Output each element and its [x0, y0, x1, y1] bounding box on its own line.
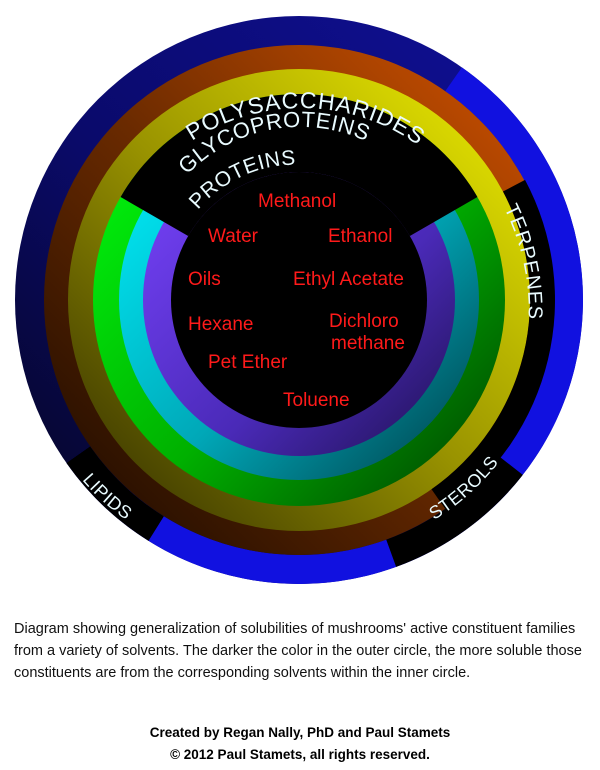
solvent-hexane: Hexane [188, 314, 254, 335]
solvent-water: Water [208, 226, 259, 247]
band-lipids [66, 446, 164, 541]
label-bands [66, 94, 555, 567]
band-top [120, 94, 478, 236]
solvent-ethanol: Ethanol [328, 226, 392, 247]
credits: Created by Regan Nally, PhD and Paul Sta… [0, 722, 600, 766]
solvent-toluene: Toluene [283, 390, 350, 411]
band-sterols [386, 456, 523, 567]
caption: Diagram showing generalization of solubi… [14, 621, 582, 681]
band-terpenes [431, 179, 555, 510]
inner-circle [171, 172, 427, 428]
solubility-diagram: POLYSACCHARIDES GLYCOPROTEINS PROTEINS T… [15, 16, 583, 584]
credits-authors: Created by Regan Nally, PhD and Paul Sta… [149, 725, 451, 740]
solvent-oils: Oils [188, 269, 221, 290]
solvent-ethyl-acetate: Ethyl Acetate [293, 269, 404, 290]
credits-copyright: © 2012 Paul Stamets, all rights reserved… [170, 747, 430, 762]
solvent-dichloromethane-line: Dichloro [329, 311, 399, 332]
solvent-dichloromethane-line: methane [331, 333, 405, 354]
solvent-pet-ether: Pet Ether [208, 352, 288, 373]
solvent-methanol: Methanol [258, 191, 336, 212]
